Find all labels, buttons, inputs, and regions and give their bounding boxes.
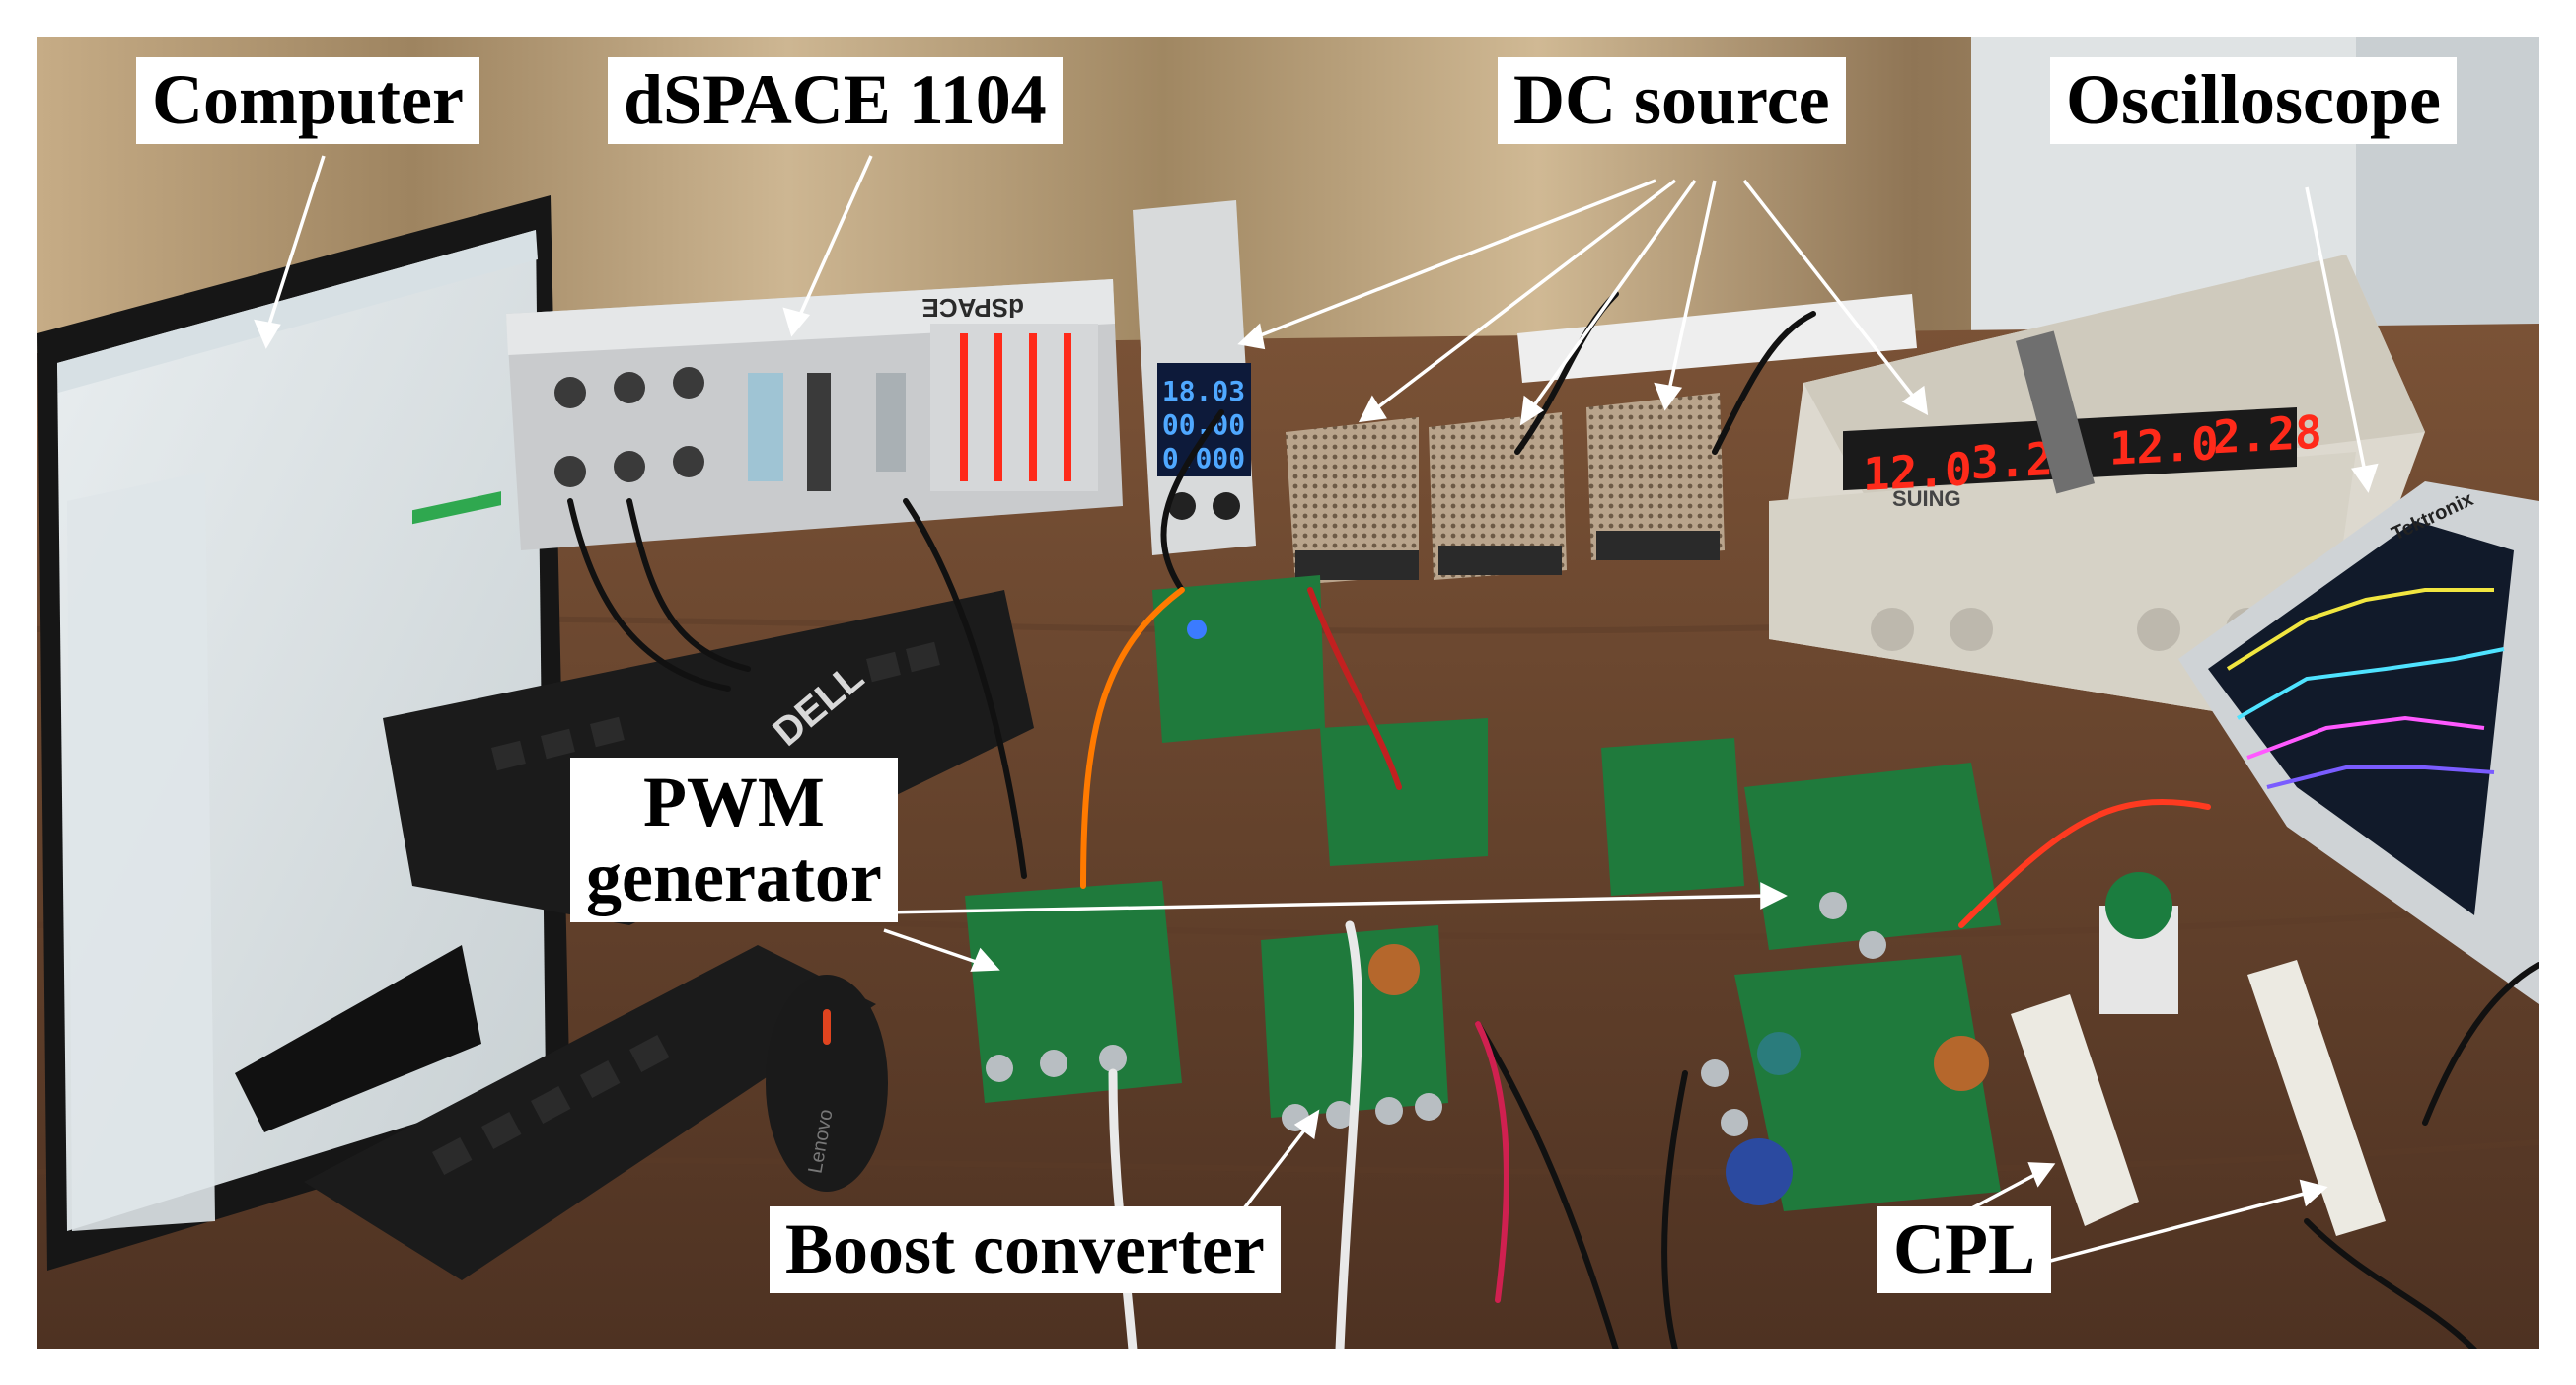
dspace-brand-text: dSPACE (921, 293, 1024, 323)
label-pwm-line2: generator (586, 837, 882, 916)
small-psu-power: 0.000 (1162, 442, 1245, 474)
label-computer: Computer (136, 57, 479, 144)
label-pwm-generator: PWM generator (570, 758, 898, 923)
label-oscilloscope: Oscilloscope (2050, 57, 2457, 144)
label-boost-converter: Boost converter (770, 1206, 1281, 1293)
label-dspace: dSPACE 1104 (608, 57, 1063, 144)
bench-psu-brand: SUING (1892, 486, 1961, 511)
bench-psu-v2: 12.0 (2109, 416, 2219, 475)
lab-photo: DELL Lenovo dSPACE 18.03 00.00 0.000 (37, 37, 2539, 1349)
label-dc-source: DC source (1498, 57, 1846, 144)
small-psu-voltage: 18.03 (1162, 375, 1245, 407)
bench-psu-v1: 12.0 (1863, 442, 1972, 501)
scene-drawing: DELL Lenovo dSPACE 18.03 00.00 0.000 (37, 37, 2539, 1349)
label-pwm-line1: PWM (642, 763, 825, 841)
label-cpl: CPL (1877, 1206, 2051, 1293)
bench-psu-a2: 2.28 (2213, 405, 2322, 465)
